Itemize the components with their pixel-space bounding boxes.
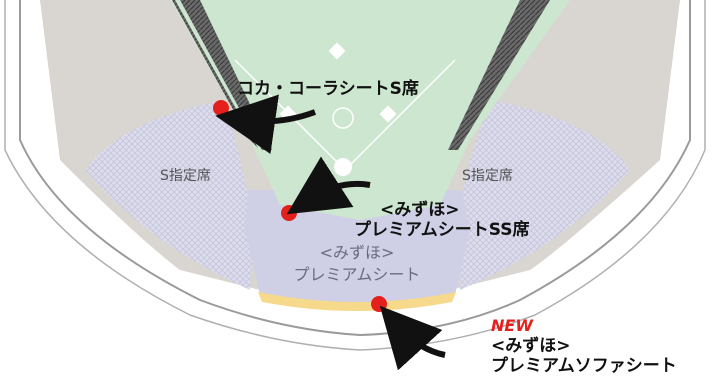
infield-foul-right (448, 0, 550, 150)
marker-coca-cola (213, 100, 229, 116)
label-sofa-line2: プレミアムソファシート (491, 356, 677, 376)
arrow-ss (286, 156, 371, 215)
section-s-left (85, 100, 255, 290)
section-label-premium-line1: <みずほ> (319, 243, 395, 262)
section-label-s-left: S指定席 (160, 168, 211, 184)
arrow-coca-cola (215, 94, 317, 154)
label-ss-line1: <みずほ> (380, 200, 460, 220)
marker-sofa (371, 296, 387, 312)
home-plate (334, 158, 352, 176)
label-coca-cola-seat: コカ・コーラシートS席 (237, 79, 419, 99)
label-sofa-line1: <みずほ> (491, 336, 571, 356)
arrow-sofa (379, 305, 446, 371)
section-s-right (455, 100, 630, 290)
first-base (379, 105, 397, 123)
section-premium (245, 190, 470, 303)
label-ss-line2: プレミアムシートSS席 (354, 220, 530, 240)
section-label-premium-line2: プレミアムシート (293, 265, 421, 284)
field (170, 0, 570, 220)
stadium-rim (19, 0, 691, 337)
section-label-s-right: S指定席 (462, 168, 513, 184)
new-badge: NEW (491, 316, 533, 335)
marker-ss (281, 205, 297, 221)
